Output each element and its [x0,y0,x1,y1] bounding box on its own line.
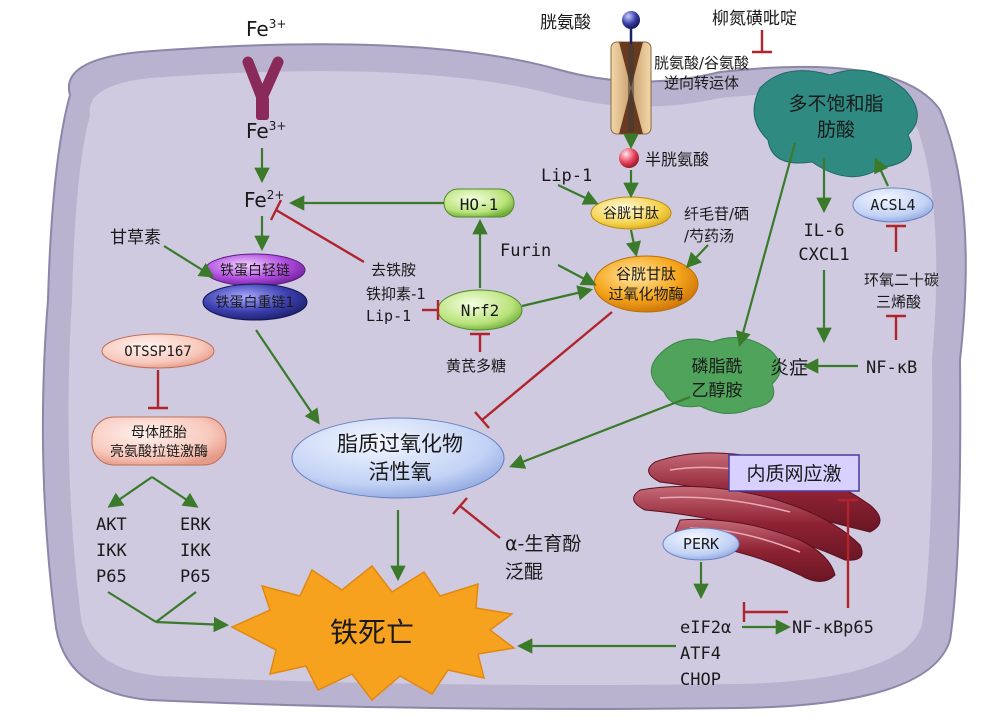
ho1-label: HO-1 [460,195,499,214]
fer-label-2: 铁抑素-1 [366,285,426,303]
nfkb-label: NF-κB [866,358,917,378]
fer-label-3: Lip-1 [366,307,411,325]
nrf2-label: Nrf2 [461,301,500,320]
cysteine-label: 半胱氨酸 [645,150,709,169]
pufa-blob [753,69,918,178]
er-stress-node[interactable] [728,454,860,492]
ros-label-1: 脂质过氧化物 [337,432,463,456]
otssp-label: OTSSP167 [124,344,191,360]
herbal-label-2: /芍药汤 [684,227,734,245]
furin-label: Furin [500,241,551,261]
p65-right-label: P65 [180,567,211,587]
pufa-label-1: 多不饱和脂 [788,93,883,115]
otssp-node[interactable] [101,333,215,369]
vite-label-1: α-生育酚 [505,533,581,555]
nfkbp65-label: NF-κBp65 [792,618,874,638]
gpx4-label-1: 谷胱甘肽 [616,265,676,283]
perk-node[interactable] [662,527,740,561]
fer-label-1: 去铁胺 [371,261,416,279]
inhibition-lines [148,30,906,622]
antiporter-channel-icon [610,41,652,135]
heavy-chain-node[interactable] [202,283,308,321]
eif2-label: eIF2α [680,618,731,638]
inflammation-label: 炎症 [770,357,808,379]
ferroptosis-burst [230,564,516,702]
activation-arrows [107,133,889,654]
glycyrrhizin-label: 甘草素 [110,228,161,248]
light-chain-label: 铁蛋白轻链 [220,263,290,279]
gsh-label: 谷胱甘肽 [603,206,659,222]
vite-label-2: 泛醌 [505,561,543,583]
pe-blob [650,337,781,414]
fe3-top-label: Fe3+ [246,17,286,41]
antiporter-label-2: 逆向转运体 [664,74,739,92]
antiporter-label-1: 胱氨酸/谷氨酸 [654,54,749,72]
aa-label-2: 三烯酸 [876,293,921,311]
aa-label-1: 环氧二十碳 [864,271,939,289]
pufa-label-2: 肪酸 [817,119,855,141]
ros-node[interactable] [291,417,505,499]
p65-left-label: P65 [96,567,127,587]
ikk-left-label: IKK [96,541,127,561]
chop-label: CHOP [680,670,721,690]
astragalus-label: 黄芪多糖 [446,357,506,375]
ikk-right-label: IKK [180,541,211,561]
ros-label-2: 活性氧 [369,460,432,484]
cysteine-ball-icon [619,148,639,168]
cystine-ball-icon [622,11,640,29]
melk-label-2: 亮氨酸拉链激酶 [110,443,208,460]
akt-label: AKT [96,515,127,535]
heavy-chain-label: 铁蛋白重链1 [216,295,295,311]
cystine-label: 胱氨酸 [540,13,591,33]
acsl4-node[interactable] [852,187,934,223]
cxcl1-label: CXCL1 [798,245,849,265]
convergence-lines [107,591,197,623]
fe3-mid-label: Fe3+ [246,119,286,143]
herbal-label-1: 纤毛苷/硒 [684,205,749,223]
pe-label-2: 乙醇胺 [692,381,743,401]
perk-label: PERK [683,535,719,553]
atf4-label: ATF4 [680,644,721,664]
transferrin-receptor-icon [242,56,284,120]
sulfasalazine-label: 柳氮磺吡啶 [712,9,797,29]
gpx4-label-2: 过氧化物酶 [608,285,683,303]
melk-label-1: 母体胚胎 [131,425,187,441]
ferroptosis-label: 铁死亡 [330,616,414,649]
er-stress-label: 内质网应激 [746,463,841,485]
melk-node[interactable] [91,416,227,466]
acsl4-label: ACSL4 [870,196,915,214]
fe2-label: Fe2+ [244,188,284,212]
pe-label-1: 磷脂酰 [692,357,743,377]
erk-label: ERK [180,515,211,535]
lip1-top-label: Lip-1 [541,166,592,186]
il6-label: IL-6 [804,221,845,241]
